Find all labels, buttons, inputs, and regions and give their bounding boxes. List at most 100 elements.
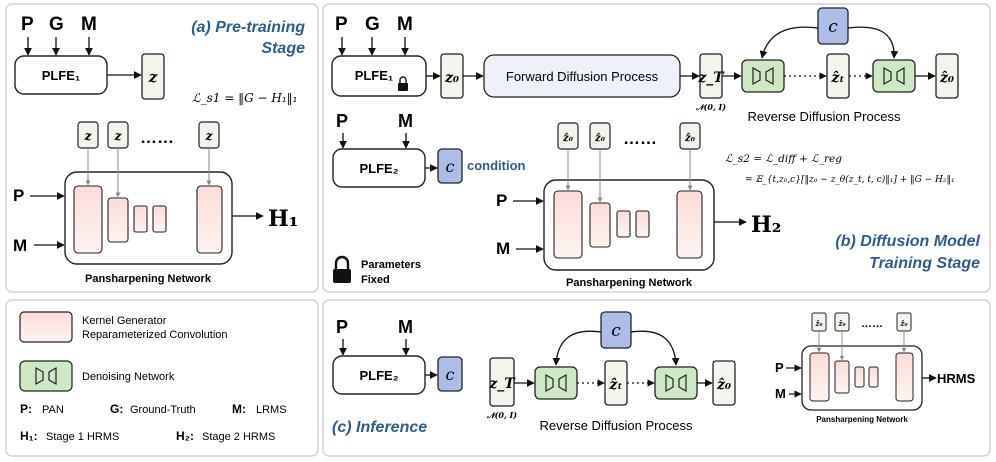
condition-token <box>817 7 849 45</box>
z-symbol: z <box>84 129 93 143</box>
params-fixed-line1: Parameters <box>361 259 421 271</box>
input-m: M <box>13 236 27 255</box>
loss-s1: ℒ_s1 = ‖G − H₁‖₁ <box>192 91 297 105</box>
z-symbol: z <box>114 129 123 143</box>
kernel-block <box>553 190 583 259</box>
input-p: P <box>775 360 784 375</box>
reverse-diffusion-label-c: Reverse Diffusion Process <box>540 418 693 433</box>
legend-kernel-line1: Kernel Generator <box>82 315 167 327</box>
z-token <box>141 53 165 100</box>
input-m: M <box>496 239 510 258</box>
legend-kernel-swatch <box>19 311 73 343</box>
z0-hat-symbol: ẑ₀ <box>899 319 907 328</box>
stage-c: P M PLFE₂ c (c) Inference z_T 𝒩(0, I) ẑₜ… <box>332 311 976 436</box>
condition-symbol: c <box>828 17 838 37</box>
panel-legend <box>5 299 319 457</box>
legend-m-key: M: <box>232 402 246 416</box>
input-p: P <box>13 186 24 205</box>
legend-p-val: PAN <box>42 404 64 416</box>
input-g: G <box>365 14 380 35</box>
kernel-block <box>868 366 879 388</box>
input-m: M <box>775 386 786 401</box>
condition-token <box>437 148 463 184</box>
z0-hat-symbol: ẑ₀ <box>837 319 845 328</box>
network-label-c: Pansharpening Network <box>816 415 908 424</box>
lock-icon <box>398 76 408 91</box>
forward-diffusion-label: Forward Diffusion Process <box>506 69 659 84</box>
legend-h2-key: H₂: <box>176 429 194 443</box>
z0-hat-symbol: ẑ₀ <box>684 133 696 144</box>
noise-label: 𝒩(0, I) <box>486 410 517 420</box>
kernel-block <box>152 205 167 233</box>
condition-token <box>600 311 632 349</box>
params-fixed-line2: Fixed <box>361 274 390 286</box>
input-p: P <box>496 191 507 210</box>
network-label-b: Pansharpening Network <box>566 277 693 289</box>
output-h1: H₁ <box>268 206 298 232</box>
legend-m-val: LRMS <box>256 404 287 416</box>
output-hrms: HRMS <box>937 371 976 386</box>
kernel-block <box>107 197 129 243</box>
noise-label: 𝒩(0, I) <box>695 102 726 112</box>
ellipsis: …… <box>623 129 657 148</box>
legend: Kernel Generator Reparameterized Convolu… <box>19 311 287 443</box>
input-p: P <box>336 317 348 337</box>
kernel-block <box>196 185 223 254</box>
output-h2: H₂ <box>751 212 781 238</box>
ellipsis: …… <box>861 318 883 330</box>
condition-symbol: c <box>446 365 455 384</box>
loss-s2-line1: ℒ_s2 = ℒ_diff + ℒ_reg <box>725 153 842 165</box>
zt-hat-symbol: ẑₜ <box>608 377 622 393</box>
kernel-block <box>133 205 148 233</box>
legend-h1-val: Stage 1 HRMS <box>46 431 119 443</box>
input-m: M <box>398 317 413 337</box>
stage-b: P G M PLFE₁ z₀ Forward Diffusion Process… <box>331 7 981 289</box>
denoising-network-block <box>654 366 698 400</box>
input-p: P <box>336 111 348 131</box>
stage-a-title-1: (a) Pre-training <box>191 19 305 36</box>
condition-symbol: c <box>611 321 621 341</box>
legend-g-val: Ground-Truth <box>130 404 196 416</box>
zT-symbol: z_T <box>488 376 516 392</box>
z0-hat-token <box>935 53 959 99</box>
stage-b-title-2: Training Stage <box>869 255 980 272</box>
denoising-network-block <box>741 59 785 93</box>
stage-a: P G M PLFE₁ z (a) Pre-training Stage ℒ_s… <box>13 14 305 285</box>
kernel-block <box>676 190 703 259</box>
panel-diffusion-training <box>322 3 991 293</box>
kernel-block <box>895 352 914 402</box>
kernel-block <box>589 202 611 248</box>
plfe1-label: PLFE₁ <box>355 68 394 83</box>
legend-denoise: Denoising Network <box>82 371 175 383</box>
input-p: P <box>335 14 348 35</box>
stage-a-title-2: Stage <box>261 40 305 57</box>
input-m: M <box>81 14 97 35</box>
input-m: M <box>398 111 413 131</box>
z0-hat-symbol: ẑ₀ <box>594 133 606 144</box>
denoising-network-block <box>534 366 578 400</box>
kernel-block <box>73 185 103 254</box>
plfe2-label: PLFE₂ <box>360 368 399 383</box>
zT-token <box>489 357 515 407</box>
lock-icon <box>333 255 351 283</box>
plfe1-label: PLFE₁ <box>42 68 81 83</box>
panel-pretraining <box>5 3 319 293</box>
z-symbol: z <box>148 68 158 86</box>
zT-symbol: z_T <box>697 70 725 86</box>
kernel-block <box>809 352 830 402</box>
input-g: G <box>49 14 64 35</box>
condition-word: condition <box>467 158 526 173</box>
stage-b-title-1: (b) Diffusion Model <box>835 233 980 250</box>
kernel-block <box>616 210 631 238</box>
zt-hat-symbol: ẑₜ <box>830 70 844 86</box>
z0-hat-symbol: ẑ₀ <box>716 377 731 393</box>
z0-hat-token <box>712 360 736 406</box>
ellipsis: …… <box>140 128 174 147</box>
z-symbol: z <box>205 129 214 143</box>
input-m: M <box>397 14 413 35</box>
condition-token <box>437 356 463 392</box>
panel-inference <box>322 299 991 457</box>
z0-hat-symbol: ẑ₀ <box>814 319 822 328</box>
